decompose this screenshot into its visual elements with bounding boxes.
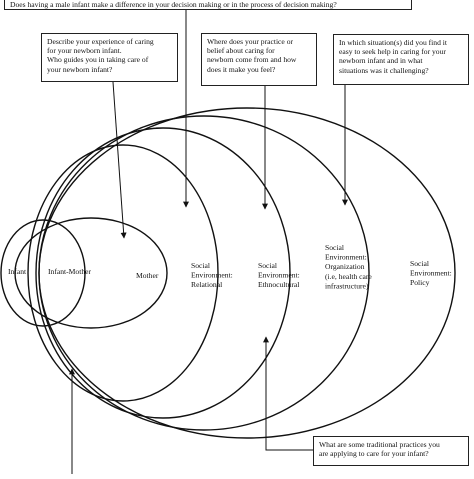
question-line: What are some traditional practices you — [319, 440, 440, 449]
label-line: Relational — [191, 280, 222, 289]
arrow-experience — [112, 81, 127, 239]
question-line: newborn infant and in what — [339, 56, 423, 66]
label-line: Mother — [136, 271, 159, 280]
question-line: belief about caring for — [207, 46, 275, 56]
label-line: Social — [410, 259, 429, 268]
label-line: Environment: — [191, 271, 233, 280]
ellipse-infant — [0, 219, 86, 327]
question-line: does it make you feel? — [207, 64, 276, 74]
label-line: Environment: — [258, 271, 300, 280]
ellipse-ethnocultural — [35, 127, 291, 419]
label-line: Environment: — [325, 253, 367, 262]
question-line: for your newborn infant. — [47, 46, 122, 56]
top-question-text: Does having a male infant make a differe… — [10, 0, 337, 9]
label-line: Infant — [8, 267, 27, 276]
question-line: easy to seek help in caring for your — [339, 47, 446, 57]
ellipse-organization — [38, 115, 370, 431]
question-line: Where does your practice or — [207, 37, 294, 46]
label-line: Social — [191, 261, 210, 270]
label-line: Ethnocultural — [258, 280, 299, 289]
question-line: are applying to care for your infant? — [319, 449, 429, 459]
label-infant-mother: Infant-Mother — [48, 267, 91, 276]
question-line: newborn come from and how — [207, 55, 297, 65]
question-line: In which situation(s) did you find it — [339, 38, 447, 47]
question-line: Describe your experience of caring — [47, 37, 154, 46]
label-line: Social — [325, 243, 344, 252]
label-mother: Mother — [136, 271, 159, 280]
top-question-box: Does having a male infant make a differe… — [4, 0, 412, 10]
label-infant: Infant — [8, 267, 27, 276]
ellipse-mother — [14, 217, 168, 329]
label-line: Social — [258, 261, 277, 270]
ellipse-relational — [27, 144, 219, 402]
label-line: Infant-Mother — [48, 267, 91, 276]
question-line: your newborn infant? — [47, 64, 113, 74]
label-line: Policy — [410, 278, 430, 287]
arrow-traditional — [263, 336, 318, 451]
label-line: (i.e, health care — [325, 272, 372, 281]
label-line: Organization — [325, 262, 365, 271]
label-line: infrastructure) — [325, 281, 369, 290]
question-line: Who guides you in taking care of — [47, 55, 149, 65]
label-line: Environment: — [410, 269, 452, 278]
question-line: situations was it challenging? — [339, 65, 429, 75]
ellipse-policy — [38, 107, 456, 439]
